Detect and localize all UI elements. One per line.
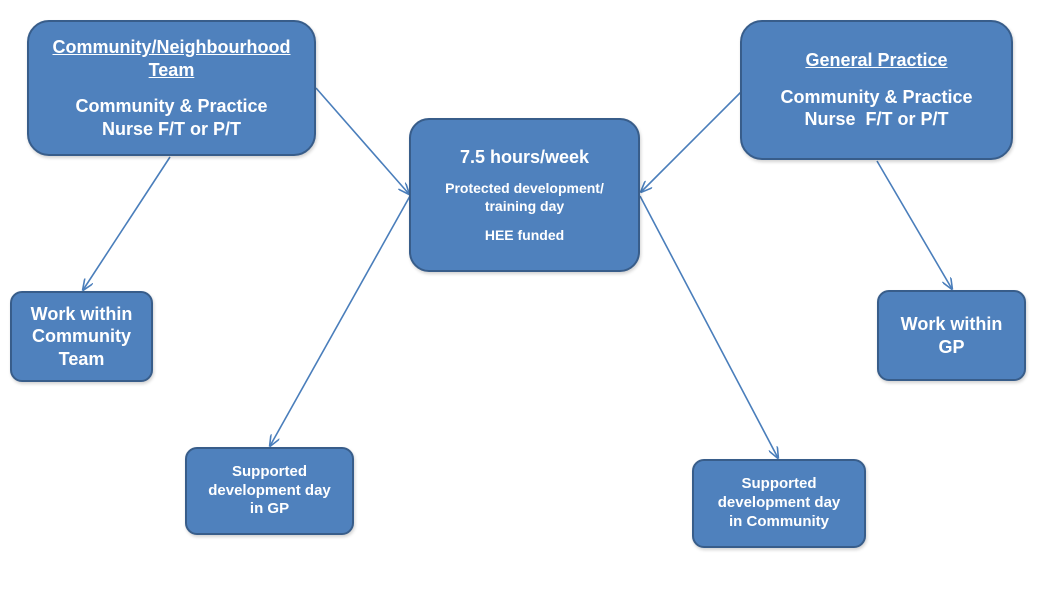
development-day-community-box: Supported development day in Community — [692, 459, 866, 548]
dev-community-line3: in Community — [729, 512, 829, 530]
community-team-role-line2: Nurse F/T or P/T — [101, 118, 242, 139]
community-team-heading-line2: Team — [148, 59, 195, 80]
arrow-community-team-to-work-community — [83, 156, 171, 290]
work-gp-line1: Work within — [900, 314, 1003, 334]
arrow-general-practice-to-hours — [641, 91, 742, 192]
dev-community-line2: development day — [717, 494, 841, 512]
work-gp-line2: GP — [938, 336, 965, 357]
general-practice-role-line2: Nurse F/T or P/T — [804, 109, 949, 130]
work-community-line2: Community — [32, 326, 131, 347]
community-team-box: Community/Neighbourhood Team Community &… — [27, 20, 316, 156]
arrow-hours-to-dev-community — [639, 195, 778, 458]
work-within-community-box: Work within Community Team — [10, 291, 153, 382]
dev-gp-line2: development day — [208, 481, 331, 499]
general-practice-box: General Practice Community & Practice Nu… — [740, 20, 1013, 160]
work-community-line3: Team — [58, 348, 105, 369]
community-team-heading: Community/Neighbourhood Team — [53, 36, 291, 81]
development-day-gp-box: Supported development day in GP — [185, 447, 354, 535]
hours-per-week-box: 7.5 hours/week Protected development/ tr… — [409, 118, 640, 272]
hours-protected-line2: training day — [484, 197, 565, 214]
work-within-gp-box: Work within GP — [877, 290, 1026, 381]
arrow-community-team-to-hours — [315, 87, 409, 194]
general-practice-heading: General Practice — [805, 50, 948, 71]
dev-community-line1: Supported — [741, 475, 817, 493]
hours-funding: HEE funded — [484, 227, 565, 243]
dev-gp-line3: in GP — [249, 500, 290, 518]
arrow-general-practice-to-work-gp — [876, 160, 952, 289]
arrow-hours-to-dev-gp — [270, 195, 411, 446]
hours-title: 7.5 hours/week — [459, 146, 590, 167]
hours-protected-line1: Protected development/ — [445, 180, 604, 196]
work-community-line1: Work within — [30, 303, 133, 324]
community-team-role-line1: Community & Practice — [75, 96, 268, 116]
general-practice-role-line1: Community & Practice — [780, 86, 973, 107]
dev-gp-line1: Supported — [232, 462, 307, 480]
community-team-heading-line1: Community/Neighbourhood — [52, 37, 291, 57]
